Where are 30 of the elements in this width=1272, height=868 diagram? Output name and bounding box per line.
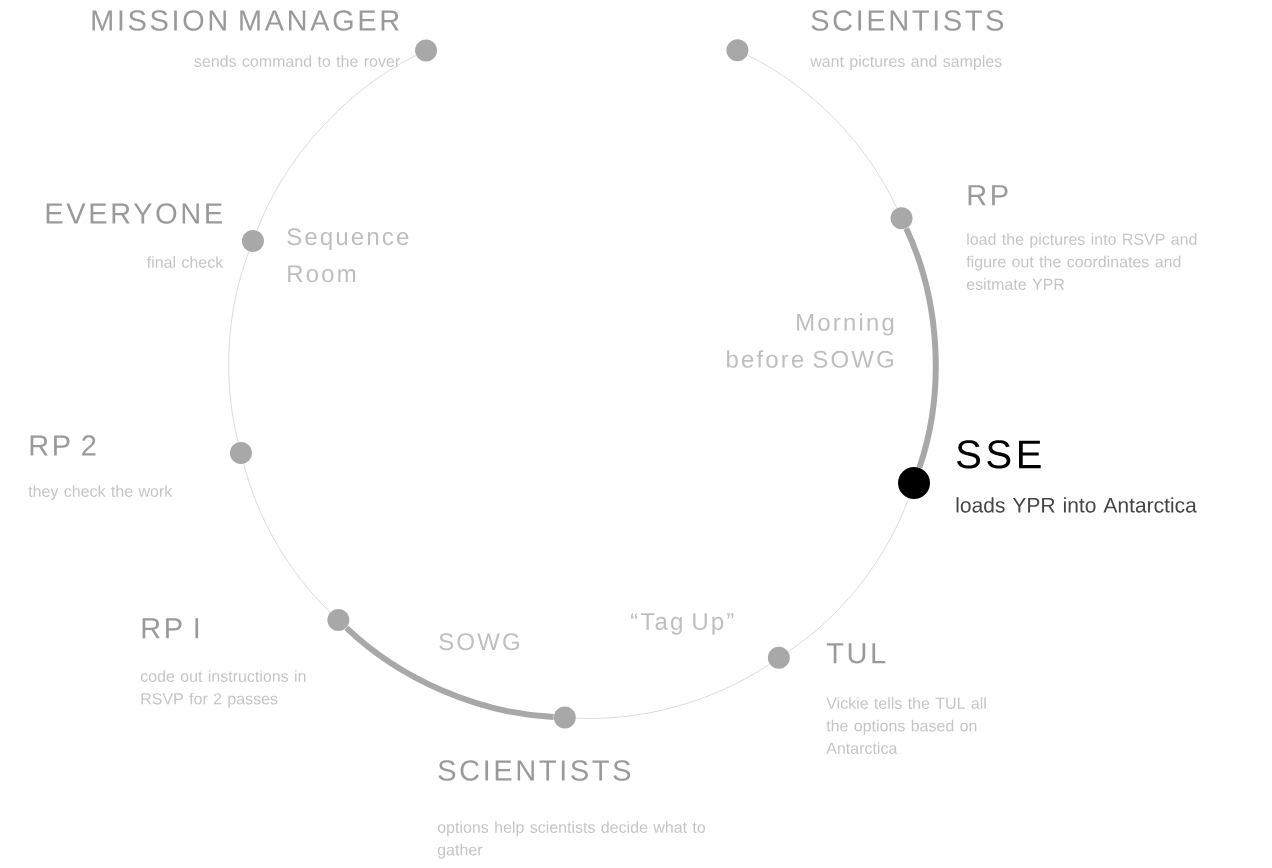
timeline-arc bbox=[228, 251, 250, 443]
role-description: code out instructions in RSVP for 2 passes bbox=[140, 670, 306, 708]
role-description: load the pictures into RSVP and figure out the coordinates and esitmate YPR bbox=[966, 233, 1197, 290]
role-description: options help scientists decide what to gather bbox=[437, 821, 706, 859]
timeline-arc bbox=[903, 227, 939, 469]
timeline-arc bbox=[787, 497, 910, 652]
role-description: sends command to the rover bbox=[194, 55, 400, 67]
role-heading: RP 2 bbox=[30, 435, 96, 456]
role-heading: RP bbox=[968, 185, 1008, 206]
role-heading: SSE bbox=[957, 440, 1041, 469]
role-heading: TUL bbox=[826, 643, 886, 664]
timeline-arc bbox=[243, 463, 331, 613]
role-heading: SCIENTISTS bbox=[438, 760, 631, 781]
role-heading: EVERYONE bbox=[46, 203, 222, 224]
role-description: final check bbox=[146, 256, 224, 268]
phase-label: Sequence Room bbox=[287, 228, 409, 283]
phase-label: SOWG bbox=[439, 633, 519, 651]
role-heading: SCIENTISTS bbox=[811, 10, 1004, 31]
role-heading: RP I bbox=[142, 618, 199, 639]
timeline-arc bbox=[344, 625, 554, 721]
timeline-arc bbox=[256, 55, 417, 231]
timeline-arc bbox=[575, 663, 770, 719]
timeline-arc bbox=[747, 54, 898, 209]
phase-label: Morning before SOWG bbox=[727, 313, 894, 368]
role-description: Vickie tells the TUL all the options based on Antarctica bbox=[826, 697, 986, 754]
role-description: loads YPR into Antarctica bbox=[956, 497, 1197, 513]
phase-label: “Tag Up” bbox=[631, 613, 734, 635]
role-description: they check the work bbox=[28, 485, 173, 501]
role-description: want pictures and samples bbox=[810, 55, 1002, 71]
role-heading: MISSION MANAGER bbox=[92, 10, 399, 31]
